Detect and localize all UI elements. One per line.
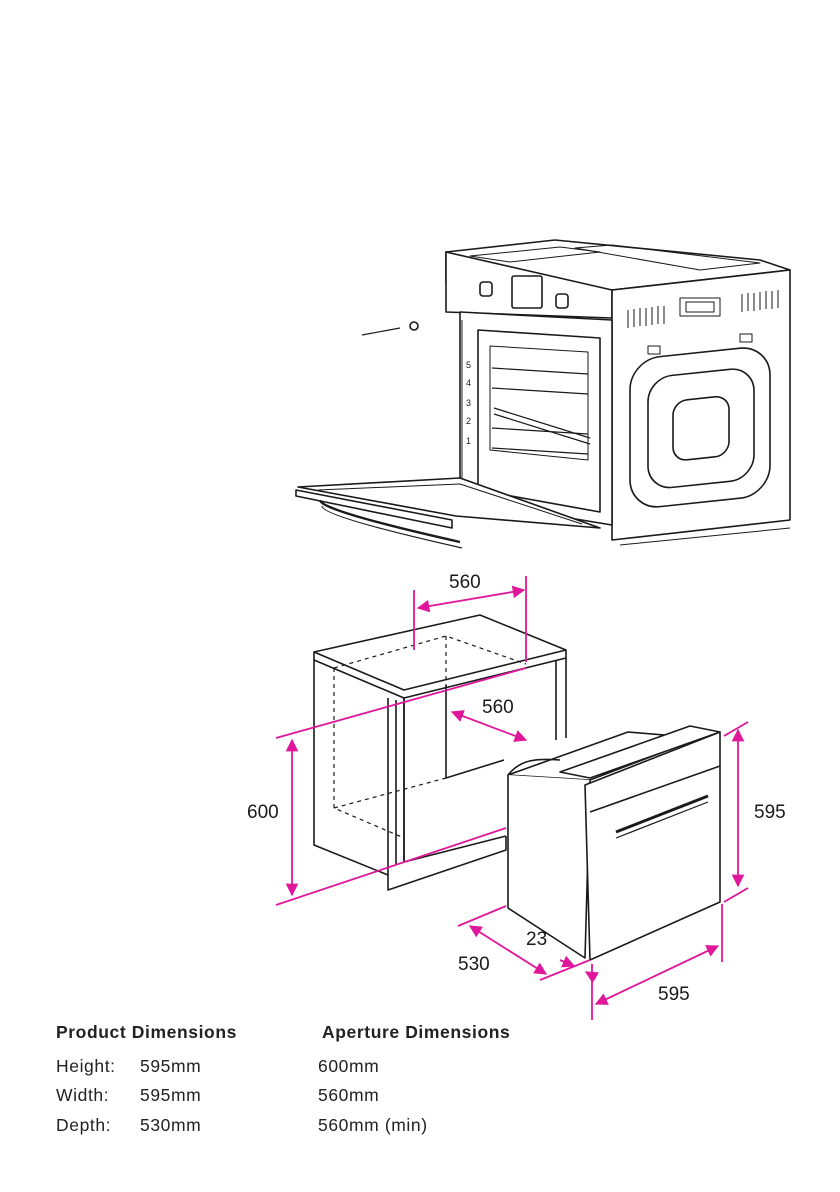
header-product: Product Dimensions xyxy=(56,1022,237,1043)
label-aperture-depth: 560 xyxy=(482,697,514,718)
row-label: Depth: xyxy=(56,1115,111,1136)
label-product-depth: 530 xyxy=(458,954,490,975)
shelf-number-1: 1 xyxy=(466,436,471,446)
oven-illustration xyxy=(296,240,790,548)
label-aperture-height: 600 xyxy=(247,802,279,823)
shelf-number-2: 2 xyxy=(466,416,471,426)
shelf-number-5: 5 xyxy=(466,360,471,370)
label-product-width: 595 xyxy=(658,984,690,1005)
header-aperture: Aperture Dimensions xyxy=(322,1022,510,1043)
row-aperture-value: 600mm xyxy=(318,1056,379,1077)
shelf-number-4: 4 xyxy=(466,378,471,388)
row-product-value: 595mm xyxy=(140,1085,201,1106)
label-product-height: 595 xyxy=(754,802,786,823)
row-product-value: 530mm xyxy=(140,1115,201,1136)
row-label: Width: xyxy=(56,1085,109,1106)
label-door-offset: 23 xyxy=(526,929,547,950)
row-label: Height: xyxy=(56,1056,116,1077)
label-aperture-width: 560 xyxy=(449,572,481,593)
row-aperture-value: 560mm (min) xyxy=(318,1115,428,1136)
row-aperture-value: 560mm xyxy=(318,1085,379,1106)
row-product-value: 595mm xyxy=(140,1056,201,1077)
shelf-number-3: 3 xyxy=(466,398,471,408)
oven-box xyxy=(508,726,720,960)
